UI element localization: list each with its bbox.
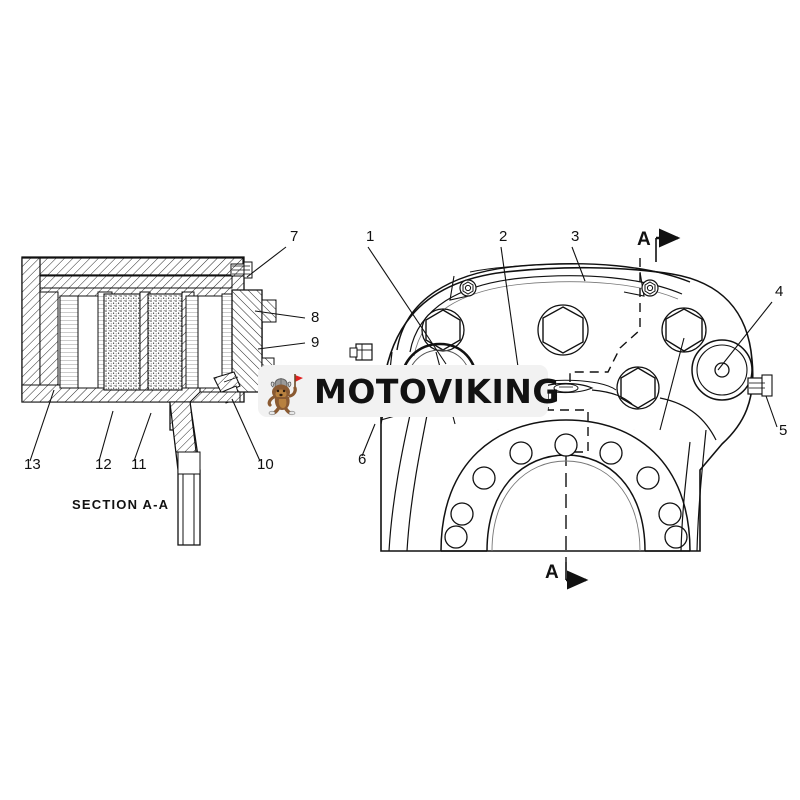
callout-3: 3 bbox=[571, 228, 579, 245]
disc-cavity-1 bbox=[77, 295, 101, 389]
plan-view-group bbox=[349, 246, 778, 562]
callout-7: 7 bbox=[290, 228, 298, 245]
left-edge-fitting bbox=[349, 343, 373, 361]
hex-boss-right bbox=[661, 307, 707, 353]
band-segment-right bbox=[623, 271, 645, 297]
band-fastener-right bbox=[641, 279, 659, 297]
stem-collar bbox=[177, 451, 201, 475]
round-boss-4 bbox=[691, 339, 753, 401]
plate-steel-1 bbox=[59, 295, 79, 389]
top-cover-inner-rib bbox=[39, 275, 233, 289]
plan-callout-labels: 1 2 3 4 5 6 bbox=[358, 228, 787, 468]
gusset bbox=[188, 391, 241, 403]
hex-boss-lower-center bbox=[616, 366, 660, 410]
callout-2: 2 bbox=[499, 228, 507, 245]
friction-disc-1 bbox=[103, 293, 141, 391]
center-plug-detail bbox=[527, 379, 633, 405]
section-arrow-bottom: A bbox=[545, 562, 589, 590]
callout-4: 4 bbox=[775, 283, 783, 300]
callout-10: 10 bbox=[257, 456, 274, 473]
top-cover-plate bbox=[23, 257, 244, 276]
section-arrow-letter-bottom: A bbox=[545, 562, 559, 583]
stem-hatch-upper bbox=[169, 401, 197, 453]
section-cut-dashed-lower bbox=[547, 392, 589, 453]
callout-12: 12 bbox=[95, 456, 112, 473]
callout-5: 5 bbox=[779, 422, 787, 439]
lower-flange-inner-arc-2 bbox=[491, 460, 641, 552]
left-wall bbox=[21, 257, 41, 399]
callout-6: 6 bbox=[358, 451, 366, 468]
callout-1: 1 bbox=[366, 228, 374, 245]
watermark-badge: MOTOVIKING bbox=[258, 365, 559, 417]
left-wall-inner bbox=[39, 291, 59, 393]
callout-9: 9 bbox=[311, 334, 319, 351]
section-arrow-letter-top: A bbox=[637, 229, 651, 250]
cover-bolt-7 bbox=[230, 261, 253, 279]
section-view-group bbox=[21, 246, 306, 546]
band-segment-left bbox=[449, 275, 469, 301]
left-leg-rib bbox=[388, 405, 413, 552]
disc-cavity-2 bbox=[197, 295, 225, 389]
hex-boss-left bbox=[421, 308, 465, 352]
section-cut-dashed-upper bbox=[569, 258, 641, 382]
plate-steel-5 bbox=[185, 295, 199, 389]
callout-11: 11 bbox=[131, 456, 147, 473]
right-leg-rib bbox=[696, 429, 707, 552]
section-caption: SECTION A-A bbox=[72, 497, 169, 512]
watermark-brand-text: MOTOVIKING bbox=[314, 371, 560, 411]
callout-13: 13 bbox=[24, 456, 41, 473]
hex-boss-top-center bbox=[537, 304, 589, 356]
friction-disc-2 bbox=[147, 293, 183, 391]
retainer-lug-upper bbox=[261, 299, 277, 323]
right-leg-rib-2 bbox=[680, 441, 691, 552]
section-callout-labels: 7 8 9 10 11 12 13 bbox=[24, 228, 319, 473]
band-fastener-left bbox=[459, 279, 477, 297]
viking-dog-mascot-icon bbox=[262, 366, 312, 416]
lower-flange-outer-arc bbox=[440, 419, 691, 552]
band-pad-left bbox=[469, 263, 581, 273]
left-leg-rib-2 bbox=[406, 399, 431, 552]
callout-8: 8 bbox=[311, 309, 319, 326]
section-arrow-top: A bbox=[637, 228, 681, 262]
section-leader-lines bbox=[29, 246, 306, 462]
right-side-fitting-5 bbox=[747, 374, 773, 397]
